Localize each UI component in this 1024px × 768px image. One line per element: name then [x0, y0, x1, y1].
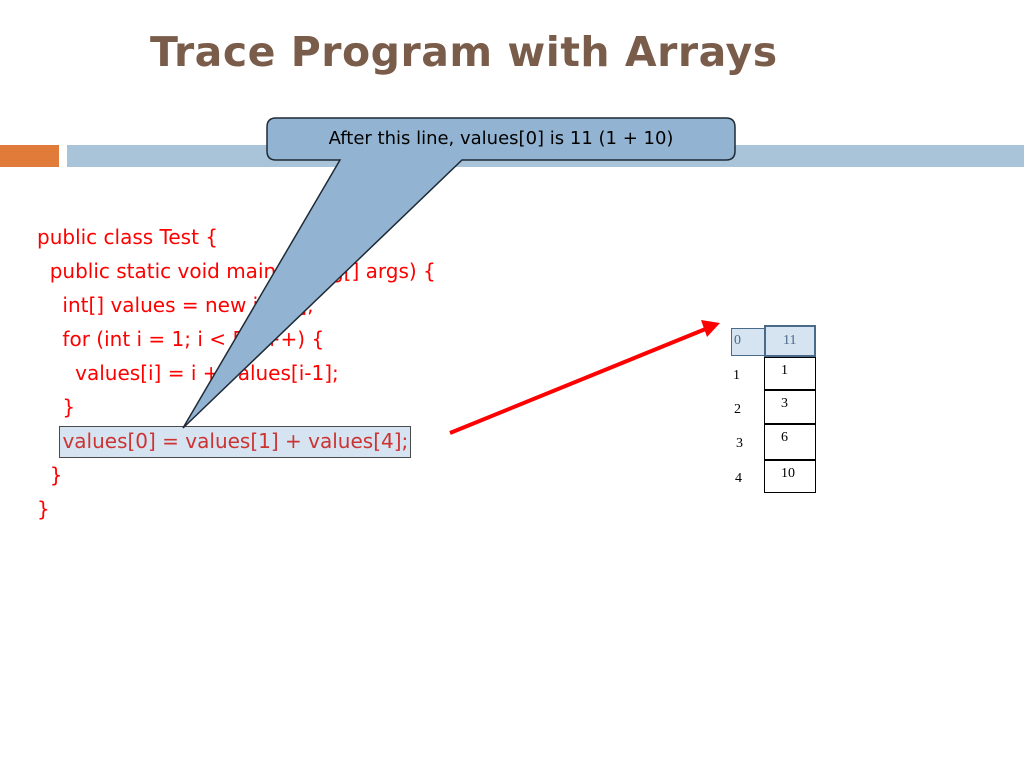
callout-text: After this line, values[0] is 11 (1 + 10… [328, 128, 674, 149]
array-cell: 1 [764, 357, 816, 390]
array-cell: 6 [764, 424, 816, 460]
array-index: 2 [734, 402, 741, 417]
array-cell-value: 1 [781, 363, 788, 378]
code-line: public class Test { [37, 225, 219, 249]
callout-bubble [182, 117, 736, 429]
array-index: 4 [735, 471, 742, 486]
accent-bar-orange [0, 145, 59, 167]
array-index: 3 [736, 436, 743, 451]
array-cell-value: 11 [783, 333, 797, 348]
pointer-arrow-head [701, 320, 720, 337]
pointer-arrow-line [449, 326, 709, 435]
array-cell: 3 [764, 390, 816, 424]
code-line: } [37, 395, 76, 419]
array-cell-value: 10 [781, 466, 795, 481]
array-cell-value: 6 [781, 430, 788, 445]
array-cell: 10 [764, 460, 816, 493]
array-cell-value: 3 [781, 396, 788, 411]
slide-title: Trace Program with Arrays [150, 28, 778, 76]
array-cell: 11 [764, 325, 816, 357]
code-line: } [37, 497, 50, 521]
array-index: 0 [734, 333, 741, 348]
code-line: } [37, 463, 63, 487]
highlighted-code-line: values[0] = values[1] + values[4]; [59, 426, 412, 458]
array-index: 1 [733, 368, 740, 383]
